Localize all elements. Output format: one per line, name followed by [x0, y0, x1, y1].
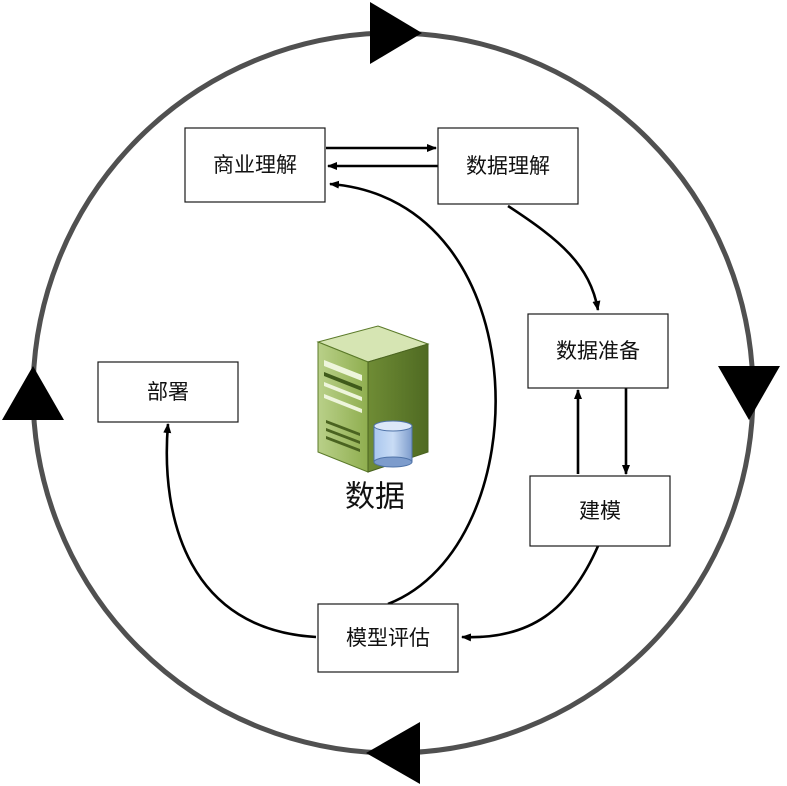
- phase-deployment: 部署: [97, 361, 239, 423]
- phase-label: 部署: [147, 380, 189, 404]
- cycle-arrow-bottom: [366, 722, 420, 784]
- phase-evaluation: 模型评估: [317, 603, 459, 673]
- arrow-modeling-to-evaluation: [461, 545, 600, 642]
- phase-label: 数据准备: [556, 339, 640, 363]
- phase-data-preparation: 数据准备: [527, 313, 669, 389]
- cycle-arrow-right: [718, 366, 780, 420]
- phase-data-understanding: 数据理解: [437, 127, 579, 205]
- phase-business-understanding: 商业理解: [184, 127, 326, 203]
- cycle-arrow-left: [2, 366, 64, 420]
- phase-modeling: 建模: [529, 475, 671, 547]
- phase-label: 数据理解: [466, 154, 550, 178]
- arrow-evaluation-to-business: [329, 180, 497, 606]
- center-data-label: 数据: [345, 480, 405, 515]
- arrow-data-understanding-to-preparation: [507, 204, 601, 311]
- phase-label: 商业理解: [213, 153, 297, 177]
- database-icon: [373, 420, 413, 468]
- arrow-evaluation-to-deployment: [163, 423, 317, 639]
- phase-label: 建模: [579, 499, 621, 523]
- flow-arrows: [163, 144, 630, 642]
- cycle-arrow-top: [370, 2, 422, 64]
- phase-label: 模型评估: [346, 626, 430, 650]
